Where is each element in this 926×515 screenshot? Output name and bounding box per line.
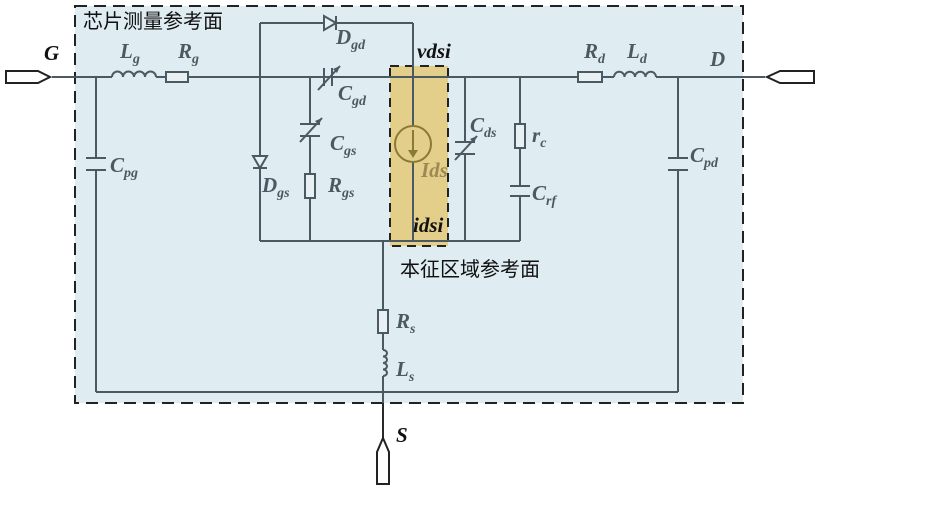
resistor-rgs <box>304 173 316 199</box>
source-port-label: S <box>396 423 408 447</box>
intrinsic-plane-label: 本征区域参考面 <box>400 257 540 281</box>
capacitor-cpd <box>668 157 688 171</box>
label-rd: Rd <box>583 39 606 67</box>
wires <box>52 22 765 438</box>
diode-dgs <box>251 155 269 170</box>
resistor-rc <box>514 123 526 149</box>
label-cpd: Cpd <box>690 143 719 171</box>
drain-port <box>764 70 815 84</box>
capacitor-crf <box>510 185 530 197</box>
label-rs: Rs <box>395 309 416 337</box>
inductor-ld <box>613 70 657 78</box>
label-lg: Lg <box>119 39 140 67</box>
label-cgd: Cgd <box>338 81 367 109</box>
inductor-ls <box>382 349 388 377</box>
label-cpg: Cpg <box>110 153 138 181</box>
label-rc: rc <box>532 123 547 151</box>
label-rg: Rg <box>177 39 199 67</box>
label-dgd: Dgd <box>335 25 366 53</box>
source-port <box>376 435 390 485</box>
label-crf: Crf <box>532 181 557 209</box>
variable-capacitor-cds <box>454 135 478 161</box>
node-vdsi-label: vdsi <box>417 39 451 63</box>
gate-port <box>5 70 53 84</box>
label-ld: Ld <box>626 39 648 67</box>
label-ids: Ids <box>420 158 448 182</box>
node-idsi-label: idsi <box>413 213 444 237</box>
label-cds: Cds <box>470 113 497 141</box>
resistor-rs <box>377 309 389 334</box>
label-dgs: Dgs <box>261 173 290 201</box>
variable-capacitor-cgd <box>317 65 341 91</box>
diode-dgd <box>323 14 338 32</box>
chip-plane-label: 芯片测量参考面 <box>83 9 223 33</box>
label-ls: Ls <box>395 357 415 385</box>
current-source-ids <box>394 125 432 163</box>
inductor-lg <box>111 70 157 78</box>
gate-port-label: G <box>44 41 59 65</box>
resistor-rg <box>165 71 189 83</box>
variable-capacitor-cgs <box>299 117 323 143</box>
capacitor-cpg <box>86 157 106 171</box>
resistor-rd <box>577 71 603 83</box>
label-rgs: Rgs <box>327 173 355 201</box>
label-cgs: Cgs <box>330 131 357 159</box>
drain-port-label: D <box>709 47 725 71</box>
